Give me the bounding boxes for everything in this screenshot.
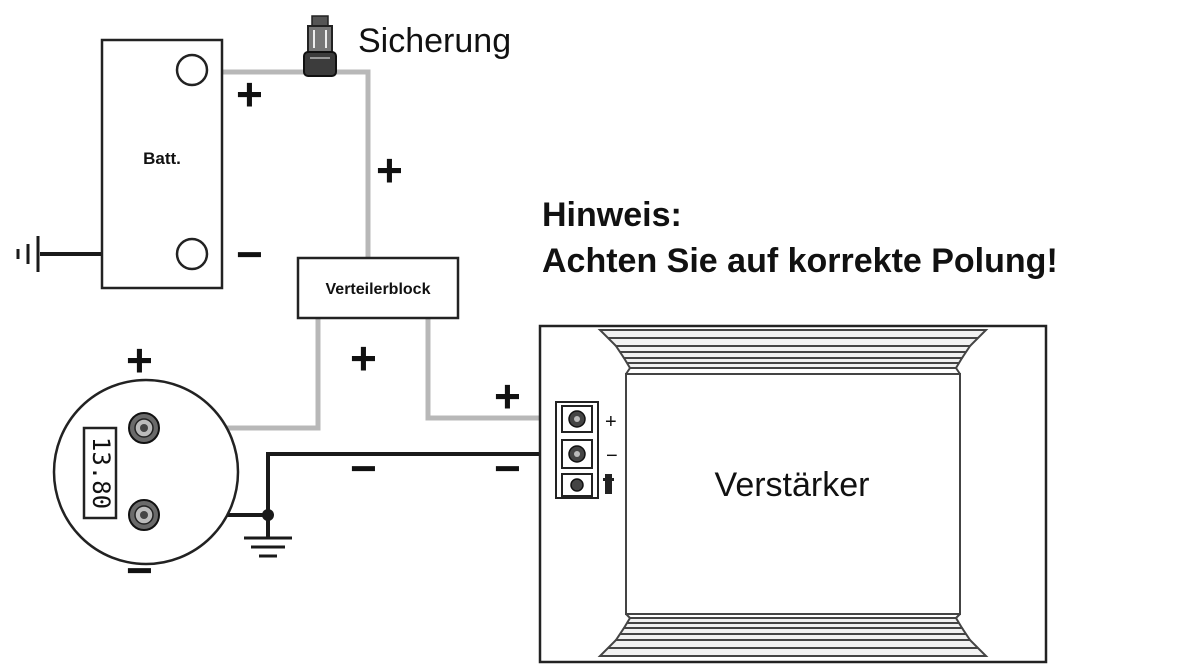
battery: Batt. [100, 38, 224, 290]
amplifier-minus-mark: − [606, 445, 618, 467]
voltmeter: 13.80 [52, 378, 240, 566]
plus-mark-fuse-wire: + [376, 144, 403, 196]
amplifier-remote-icon [603, 474, 614, 494]
amplifier-panel [625, 373, 961, 615]
minus-mark-amp: − [494, 442, 521, 494]
voltmeter-positive-terminal [128, 412, 160, 444]
battery-negative-terminal [175, 237, 209, 271]
wire-block-to-amp [425, 315, 569, 421]
plus-mark-voltmeter: + [126, 334, 153, 386]
voltmeter-reading: 13.80 [87, 437, 115, 509]
minus-mark-battery: − [236, 228, 263, 280]
amplifier: + − Verstärker [538, 324, 1048, 664]
wire-fuse-to-block [335, 69, 371, 261]
plus-mark-block: + [350, 332, 377, 384]
amplifier-plus-mark: + [605, 411, 617, 433]
battery-positive-terminal [175, 53, 209, 87]
distribution-block: Verteilerblock [296, 256, 460, 320]
fuse-label: Sicherung [358, 22, 511, 60]
distribution-block-label: Verteilerblock [326, 281, 431, 298]
amplifier-remote-terminal [561, 473, 593, 497]
polarity-marks: + − + + + + − − − [126, 68, 521, 596]
amplifier-label: Verstärker [715, 466, 870, 504]
plus-mark-amp: + [494, 370, 521, 422]
chassis-ground-icon [16, 236, 40, 272]
voltmeter-negative-terminal [128, 499, 160, 531]
ground-icon [244, 536, 292, 558]
wire-amp-ground [266, 452, 566, 515]
minus-mark-voltmeter: − [126, 544, 153, 596]
amplifier-heatsink-top [597, 329, 989, 375]
fuse-icon [303, 15, 337, 77]
positive-wires [147, 69, 569, 431]
amplifier-negative-terminal [561, 439, 593, 469]
ground-node [262, 509, 274, 521]
amplifier-heatsink-bottom [597, 613, 989, 657]
voltmeter-display [82, 426, 118, 520]
amplifier-positive-terminal [561, 405, 593, 433]
voltmeter-body [52, 378, 240, 566]
note-title: Hinweis: [542, 196, 682, 234]
plus-mark-battery: + [236, 68, 263, 120]
note-text: Achten Sie auf korrekte Polung! [542, 242, 1058, 280]
minus-mark-ground-wire: − [350, 442, 377, 494]
battery-label: Batt. [143, 149, 181, 168]
